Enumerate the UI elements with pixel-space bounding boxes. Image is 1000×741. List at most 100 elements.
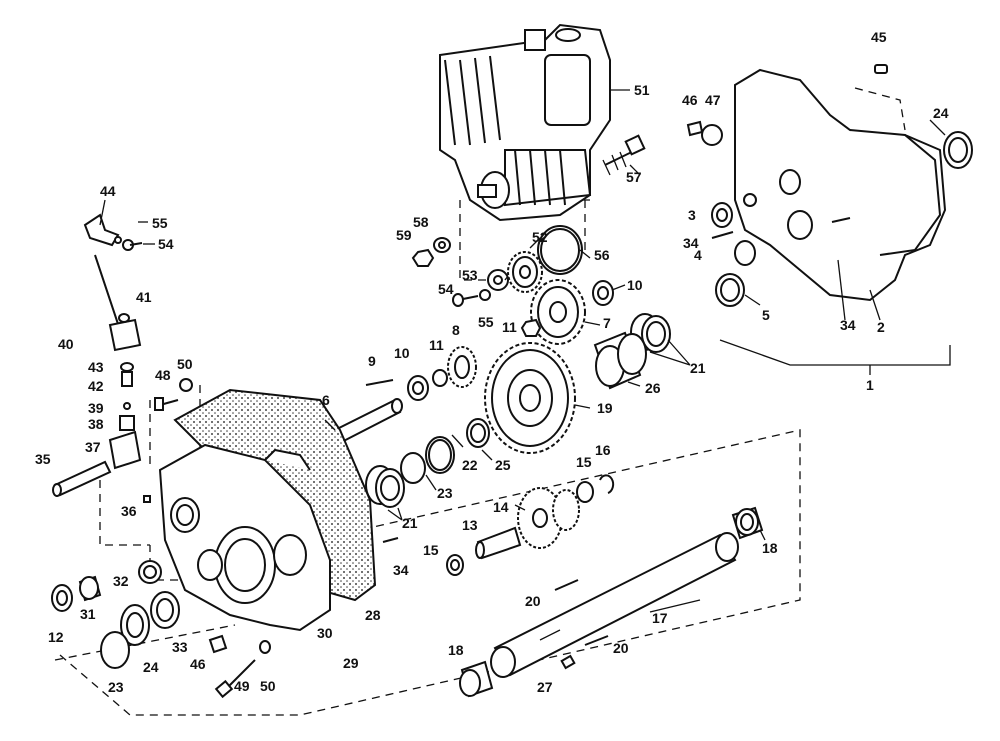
bracket-44 bbox=[83, 213, 120, 247]
callout-28: 28 bbox=[365, 607, 381, 623]
callout-59: 59 bbox=[396, 227, 412, 243]
plug-45 bbox=[874, 64, 888, 74]
pin-36 bbox=[143, 495, 151, 503]
callout-57: 57 bbox=[626, 169, 642, 185]
callout-21a: 21 bbox=[690, 360, 706, 376]
pin-20-lower bbox=[584, 635, 609, 646]
callout-34b: 34 bbox=[840, 317, 856, 333]
callout-36: 36 bbox=[121, 503, 137, 519]
nut-59 bbox=[411, 248, 435, 267]
bushing-18-right bbox=[731, 506, 764, 540]
callout-7: 7 bbox=[603, 315, 611, 331]
callout-55a: 55 bbox=[478, 314, 494, 330]
bearing-pair-21-lower bbox=[365, 465, 405, 508]
pin-9 bbox=[365, 379, 394, 386]
callout-6: 6 bbox=[322, 392, 330, 408]
callout-48: 48 bbox=[155, 367, 171, 383]
callout-25: 25 bbox=[495, 457, 511, 473]
callout-38: 38 bbox=[88, 416, 104, 432]
callout-37: 37 bbox=[85, 439, 101, 455]
callout-26: 26 bbox=[645, 380, 661, 396]
washer-50-lower bbox=[259, 640, 271, 654]
compound-gear-14 bbox=[517, 487, 580, 549]
seal-24-right bbox=[943, 131, 973, 169]
ring-22 bbox=[425, 436, 455, 474]
pin-34-left bbox=[382, 537, 399, 543]
setscrew-27 bbox=[560, 654, 576, 670]
washer-55-left bbox=[114, 236, 122, 244]
callout-3: 3 bbox=[688, 207, 696, 223]
callout-58: 58 bbox=[413, 214, 429, 230]
engine-assembly-51 bbox=[439, 23, 611, 222]
seal-12 bbox=[51, 584, 73, 612]
callout-43: 43 bbox=[88, 359, 104, 375]
callout-15b: 15 bbox=[576, 454, 592, 470]
spring-stack-37-43 bbox=[108, 362, 142, 470]
callout-51: 51 bbox=[634, 82, 650, 98]
callout-52: 52 bbox=[532, 229, 548, 245]
callout-19: 19 bbox=[597, 400, 613, 416]
shift-lever-40 bbox=[94, 254, 142, 352]
washer-15-left bbox=[446, 554, 464, 576]
callout-53: 53 bbox=[462, 267, 478, 283]
callout-27: 27 bbox=[537, 679, 553, 695]
callout-5: 5 bbox=[762, 307, 770, 323]
nut-11-upper bbox=[520, 318, 542, 337]
callout-18b: 18 bbox=[448, 642, 464, 658]
callout-40: 40 bbox=[58, 336, 74, 352]
bushing-18-left bbox=[459, 660, 494, 698]
callout-12: 12 bbox=[48, 629, 64, 645]
callout-1: 1 bbox=[866, 377, 874, 393]
callout-39: 39 bbox=[88, 400, 104, 416]
washer-25 bbox=[466, 418, 490, 448]
callout-20b: 20 bbox=[613, 640, 629, 656]
bearing-31 bbox=[78, 575, 102, 602]
callout-34c: 34 bbox=[393, 562, 409, 578]
callout-29: 29 bbox=[343, 655, 359, 671]
gear-7 bbox=[530, 279, 586, 345]
pin-34-right bbox=[711, 217, 851, 239]
large-gear-19 bbox=[484, 342, 576, 454]
callout-17: 17 bbox=[652, 610, 668, 626]
callout-32: 32 bbox=[113, 573, 129, 589]
axle-17 bbox=[490, 532, 739, 678]
callout-9: 9 bbox=[368, 353, 376, 369]
callout-47: 47 bbox=[705, 92, 721, 108]
clip-16 bbox=[599, 474, 615, 494]
washer-55 bbox=[479, 289, 491, 301]
pin-20-upper bbox=[554, 579, 579, 591]
ring-23-left bbox=[100, 631, 130, 669]
washer-15-right bbox=[576, 481, 594, 503]
callout-18a: 18 bbox=[762, 540, 778, 556]
callout-24b: 24 bbox=[143, 659, 159, 675]
callout-23b: 23 bbox=[108, 679, 124, 695]
callout-30: 30 bbox=[317, 625, 333, 641]
clip-47 bbox=[701, 124, 723, 146]
callout-13: 13 bbox=[462, 517, 478, 533]
callout-56: 56 bbox=[594, 247, 610, 263]
bushing-32 bbox=[138, 560, 162, 584]
shaft-13 bbox=[475, 526, 522, 560]
callout-23a: 23 bbox=[437, 485, 453, 501]
callout-54b: 54 bbox=[158, 236, 174, 252]
washer-10-upper bbox=[592, 280, 614, 306]
callout-46b: 46 bbox=[190, 656, 206, 672]
bearing-5 bbox=[715, 273, 745, 307]
sleeve-26 bbox=[593, 331, 647, 390]
bolt-54-left bbox=[122, 239, 143, 251]
callout-34a: 34 bbox=[683, 235, 699, 251]
callout-50a: 50 bbox=[177, 356, 193, 372]
callout-21b: 21 bbox=[402, 515, 418, 531]
housing-2 bbox=[734, 68, 947, 302]
nut-11-lower bbox=[432, 369, 448, 387]
callout-41: 41 bbox=[136, 289, 152, 305]
bearing-33 bbox=[150, 591, 180, 629]
small-hardware-group bbox=[411, 225, 583, 307]
callout-46a: 46 bbox=[682, 92, 698, 108]
callout-50b: 50 bbox=[260, 678, 276, 694]
left-housing-29 bbox=[158, 388, 377, 632]
bolt-48 bbox=[154, 397, 179, 411]
callout-4: 4 bbox=[694, 247, 702, 263]
callout-8: 8 bbox=[452, 322, 460, 338]
callout-44: 44 bbox=[100, 183, 116, 199]
